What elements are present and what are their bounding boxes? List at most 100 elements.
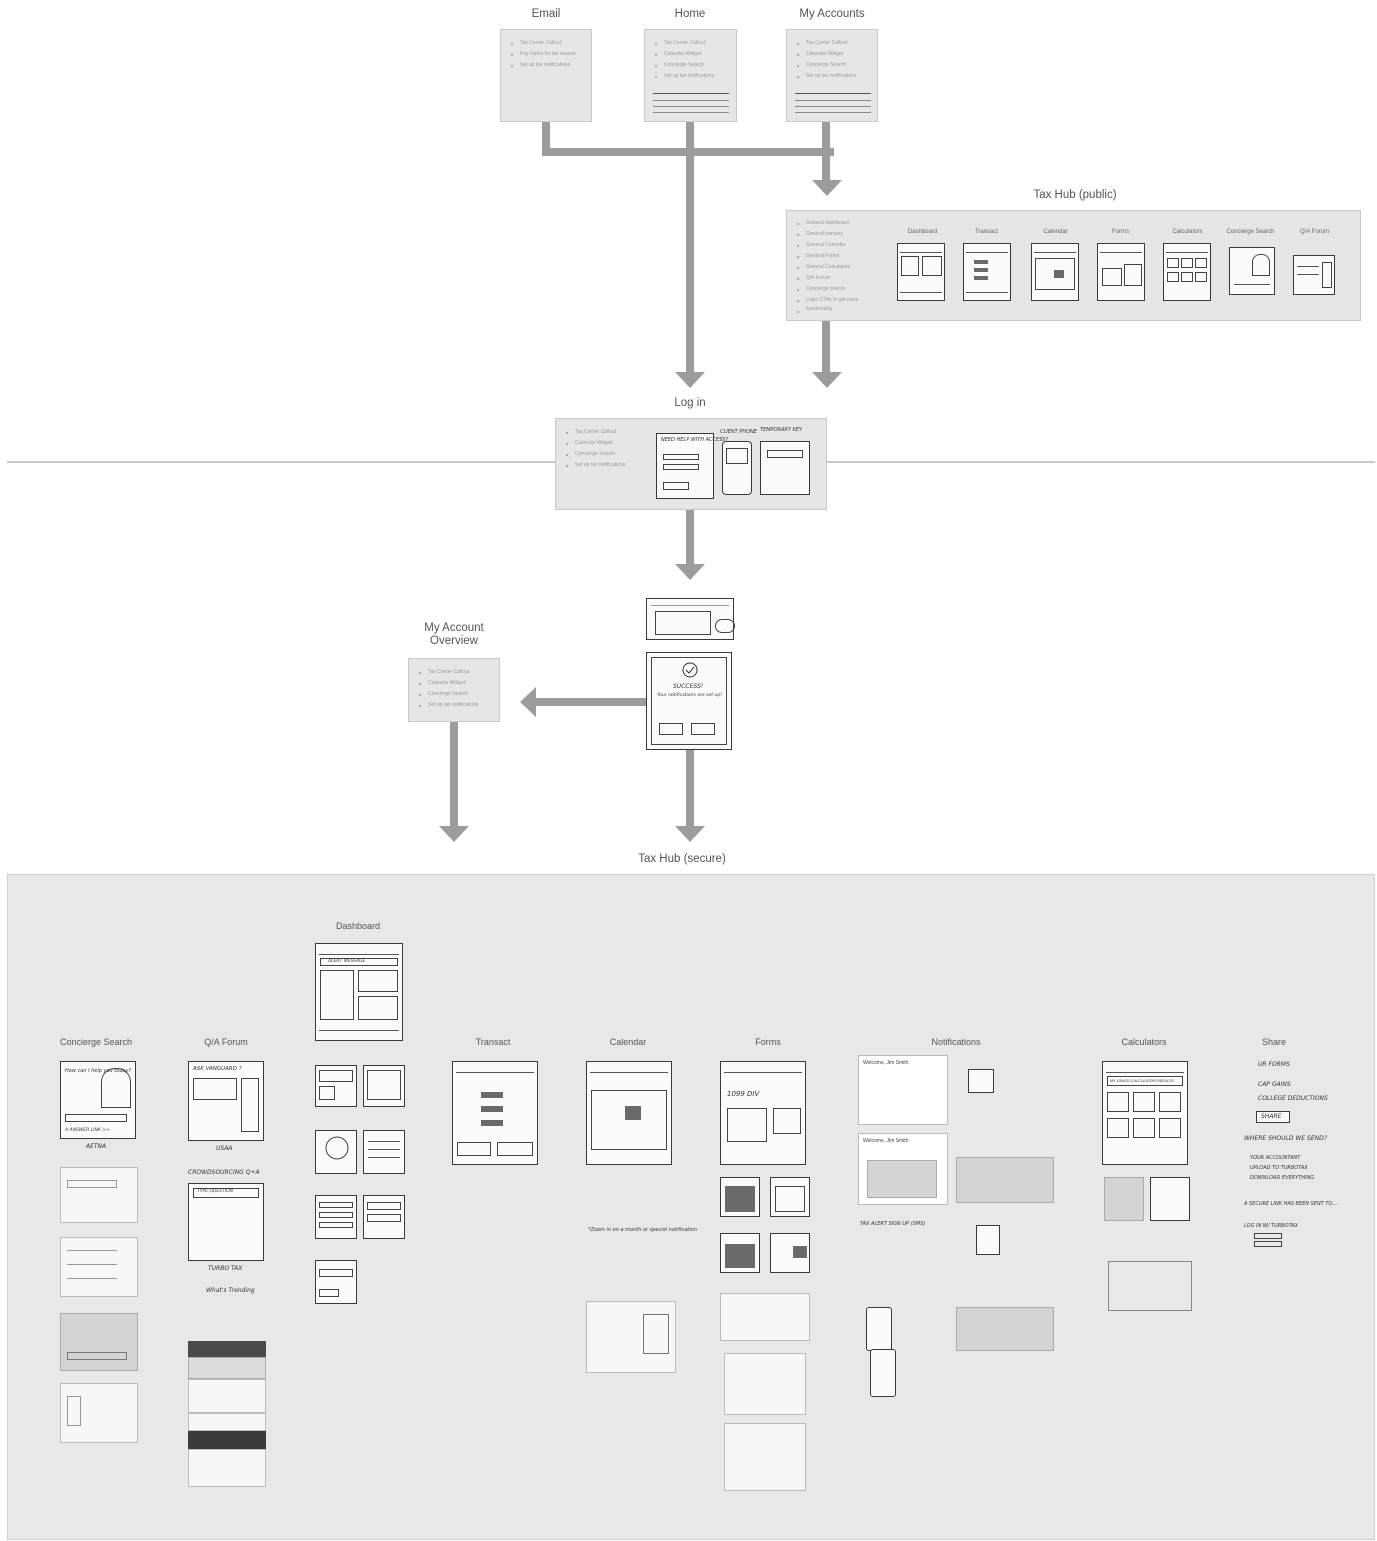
home-items: Tax Center Callout Calendar Widget Conci… bbox=[645, 30, 736, 82]
qa-page-banner bbox=[188, 1431, 266, 1449]
public-item: General dashboard bbox=[797, 218, 1354, 229]
forms-mini-4 bbox=[770, 1233, 810, 1273]
login-items: Tax Center Callout Calendar Widget Conci… bbox=[556, 419, 826, 471]
public-screen-label: Concierge Search bbox=[1226, 229, 1275, 235]
concierge-answer-link: A ANSWER LINK >> bbox=[65, 1128, 110, 1133]
home-card[interactable]: Tax Center Callout Calendar Widget Conci… bbox=[644, 29, 737, 122]
col-concierge: Concierge Search bbox=[59, 1037, 133, 1047]
home-title: Home bbox=[674, 8, 706, 20]
home-sketch-strip bbox=[653, 100, 729, 101]
notifications-tax-alert: TAX ALERT SIGN UP (SMS) bbox=[860, 1221, 926, 1227]
dashboard-widget-news bbox=[363, 1130, 405, 1174]
tax-hub-secure-title: Tax Hub (secure) bbox=[638, 853, 726, 865]
public-screen-label: Transact bbox=[974, 229, 999, 235]
home-item: Tax Center Callout bbox=[655, 38, 730, 49]
notifications-welcome-1: Welcome, Jim Smith bbox=[863, 1060, 909, 1066]
home-sketch-strip bbox=[653, 93, 729, 94]
success-sketch[interactable]: SUCCESS! Your notifications are set up! bbox=[646, 652, 732, 750]
share-college: COLLEGE DEDUCTIONS bbox=[1258, 1095, 1328, 1102]
concierge-search-doc-1 bbox=[60, 1167, 138, 1223]
home-sketch-strip bbox=[653, 112, 729, 113]
login-temp-key-sketch bbox=[760, 441, 810, 495]
public-forms-sketch bbox=[1097, 243, 1145, 301]
concierge-main-sketch[interactable]: How can I help you today? A ANSWER LINK … bbox=[60, 1061, 136, 1139]
concierge-search-photo bbox=[60, 1313, 138, 1371]
public-item: General Forms bbox=[797, 251, 1354, 262]
tax-hub-public-card[interactable]: General dashboard General transact Gener… bbox=[786, 210, 1361, 321]
qa-type-question-sketch[interactable]: TYPE QUESTION bbox=[188, 1183, 264, 1261]
qa-turbo-tax: TURBO TAX bbox=[208, 1265, 243, 1272]
connector-login-down bbox=[686, 510, 694, 568]
my-accounts-title: My Accounts bbox=[799, 8, 865, 20]
share-button-label: SHARE bbox=[1261, 1113, 1282, 1120]
overview-items: Tax Center Callout Calendar Widget Conci… bbox=[409, 659, 499, 711]
qa-ask-vanguard-sketch[interactable]: ASK VANGUARD ? bbox=[188, 1061, 264, 1141]
overview-item: Concierge Search bbox=[419, 689, 493, 700]
share-button-sketch[interactable]: SHARE bbox=[1256, 1111, 1290, 1123]
overview-title-text: My Account Overview bbox=[424, 622, 484, 647]
col-share: Share bbox=[1261, 1037, 1287, 1047]
public-item: Q/A Forum bbox=[797, 273, 1354, 284]
share-login-turbotax: LOG IN W/ TURBOTAX bbox=[1244, 1223, 1299, 1229]
calculators-sketch[interactable]: MY SAVED CALCULATOR RESULTS bbox=[1102, 1061, 1188, 1165]
transact-sketch[interactable] bbox=[452, 1061, 538, 1165]
public-calendar-sketch bbox=[1031, 243, 1079, 301]
tax-hub-public-items: General dashboard General transact Gener… bbox=[787, 211, 1360, 313]
calculators-note-box bbox=[1108, 1261, 1192, 1311]
success-heading: SUCCESS! bbox=[673, 683, 704, 690]
dashboard-widget-retirement-2 bbox=[363, 1195, 405, 1239]
public-screen-label: Q/A Forum bbox=[1299, 229, 1329, 235]
qa-page-section-2 bbox=[188, 1379, 266, 1413]
arrow-to-success bbox=[675, 564, 705, 580]
my-accounts-item: Tax Center Callout bbox=[797, 38, 871, 49]
login-temp-key-note: TEMPORARY KEY bbox=[760, 427, 802, 433]
qa-ask-vanguard: ASK VANGUARD ? bbox=[193, 1066, 242, 1072]
public-item: Login CTAs to get more bbox=[797, 295, 1354, 306]
my-accounts-sketch-strip bbox=[795, 100, 871, 101]
notifications-phone-1 bbox=[866, 1307, 892, 1351]
public-concierge-sketch bbox=[1229, 247, 1275, 295]
notifications-photo-1 bbox=[956, 1157, 1054, 1203]
public-screen-label: Calculators bbox=[1172, 229, 1203, 235]
concierge-aetna: AETNA bbox=[86, 1143, 107, 1150]
home-item: Set up tax notifications bbox=[655, 71, 730, 82]
my-accounts-card[interactable]: Tax Center Callout Calendar Widget Conci… bbox=[786, 29, 878, 122]
qa-page-section-3 bbox=[188, 1413, 266, 1431]
forms-mini-1 bbox=[720, 1177, 760, 1217]
public-screen-label: Forms bbox=[1112, 229, 1129, 235]
notifications-doc-1: Welcome, Jim Smith bbox=[858, 1055, 948, 1125]
arrow-to-taxhub-public bbox=[812, 180, 842, 196]
email-item: Set up tax notifications bbox=[511, 60, 585, 71]
my-accounts-items: Tax Center Callout Calendar Widget Conci… bbox=[787, 30, 877, 82]
overview-item: Calendar Widget bbox=[419, 678, 493, 689]
dashboard-widget-retirement bbox=[315, 1130, 357, 1174]
email-title: Email bbox=[531, 8, 561, 20]
share-opt-download: DOWNLOAD EVERYTHING bbox=[1250, 1175, 1315, 1181]
notifications-photo-2 bbox=[956, 1307, 1054, 1351]
col-calendar: Calendar bbox=[609, 1037, 647, 1047]
calendar-sketch[interactable] bbox=[586, 1061, 672, 1165]
email-card[interactable]: Tax Center Callout Key Dates for tax sea… bbox=[500, 29, 592, 122]
calculators-widget-1 bbox=[1104, 1177, 1144, 1221]
my-accounts-item: Concierge Search bbox=[797, 60, 871, 71]
my-accounts-item: Set up tax notifications bbox=[797, 71, 871, 82]
my-accounts-sketch-strip bbox=[795, 93, 871, 94]
notifications-doc-2: Welcome, Jim Smith bbox=[858, 1133, 948, 1205]
share-login-field-1 bbox=[1254, 1233, 1282, 1239]
public-dashboard-sketch bbox=[897, 243, 945, 301]
overview-card[interactable]: Tax Center Callout Calendar Widget Conci… bbox=[408, 658, 500, 722]
home-item: Concierge Search bbox=[655, 60, 730, 71]
home-sketch-strip bbox=[653, 106, 729, 107]
concierge-search-doc-3 bbox=[60, 1383, 138, 1443]
dashboard-widget-usaa bbox=[315, 1065, 357, 1107]
qa-type-question: TYPE QUESTION bbox=[197, 1189, 234, 1194]
public-qa-sketch bbox=[1293, 255, 1335, 295]
my-accounts-item: Calendar Widget bbox=[797, 49, 871, 60]
concierge-help-text: How can I help you today? bbox=[65, 1068, 132, 1074]
forms-sketch[interactable]: 1099 DIV bbox=[720, 1061, 806, 1165]
arrow-to-secure-2 bbox=[439, 826, 469, 842]
login-card[interactable]: Tax Center Callout Calendar Widget Conci… bbox=[555, 418, 827, 510]
calendar-zoom-note: *Zoom in on a month or special notificat… bbox=[588, 1227, 697, 1233]
success-sub: Your notifications are set up! bbox=[657, 693, 722, 698]
dashboard-main-sketch[interactable]: ALERT MESSAGE bbox=[315, 943, 403, 1041]
